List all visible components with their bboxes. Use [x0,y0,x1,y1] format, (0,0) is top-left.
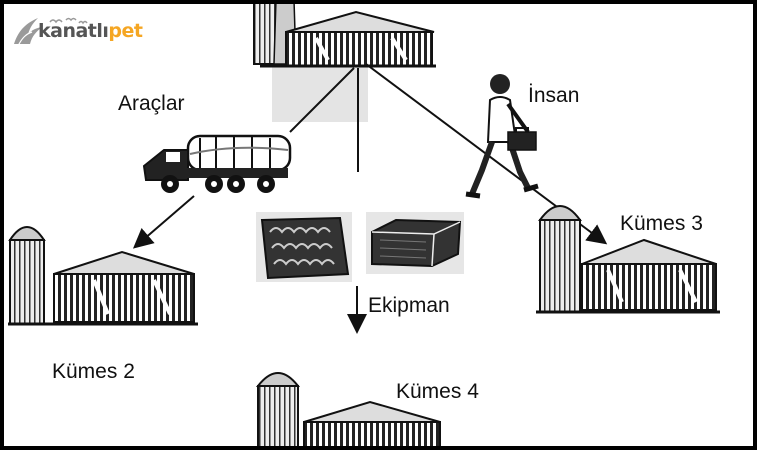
label-human: İnsan [528,84,580,107]
poultry-house-icon [285,31,433,67]
truck-icon [142,134,292,193]
walking-person-icon [465,74,539,199]
label-vehicles: Araçlar [118,92,185,115]
brand-name-accent: pet [108,20,143,42]
label-coop3: Kümes 3 [620,212,703,235]
crate-icon [366,212,464,274]
flying-birds-icon [49,17,88,25]
farm-coop2 [8,226,198,326]
farm-coop4 [255,372,441,446]
brand-logo [12,14,152,50]
biosecurity-diagram [8,4,720,446]
briefcase-icon [507,127,537,151]
label-equipment: Ekipman [368,294,450,317]
farm-top [253,4,436,122]
brand-name: kanatlıpet [38,20,143,42]
bird-wing-logo-icon [14,18,42,47]
label-coop2: Kümes 2 [52,360,135,383]
farm-coop3 [536,205,720,314]
brand-name-main: kanatlı [38,20,109,42]
label-coop4: Kümes 4 [396,380,479,403]
egg-tray-icon [256,212,352,282]
